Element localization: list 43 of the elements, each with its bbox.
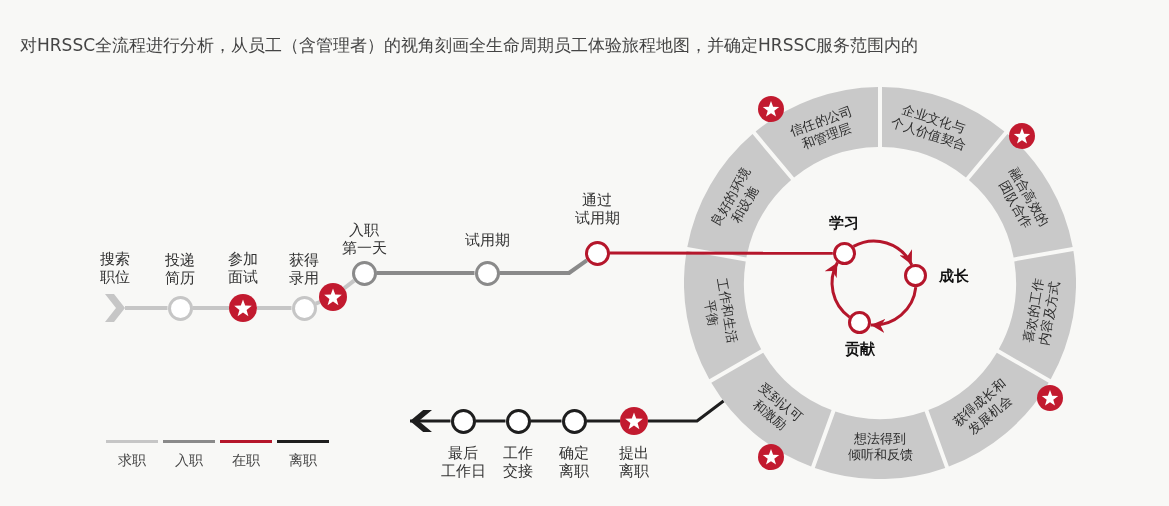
station-label: 通过试用期	[574, 190, 620, 227]
segment-label: 工作和生活平衡	[700, 276, 740, 346]
legend-label: 在职	[232, 452, 260, 469]
connector-line	[609, 251, 833, 255]
connector-line	[125, 306, 168, 310]
title-text: 对HRSSC全流程进行分析，从员工（含管理者）的视角刻画全生命周期员工体验旅程地图，并确定HRSSC服务范围内的	[20, 34, 920, 57]
segment-label: 获得成长和发展机会	[950, 375, 1016, 439]
segment-label: 企业文化与个人价值契合	[888, 100, 969, 155]
connector-line	[586, 419, 620, 423]
cycle-label: 学习	[829, 213, 860, 232]
station-label: 参加面试	[228, 250, 258, 286]
segment-label: 融合高效的团队合作	[995, 164, 1053, 233]
station-label: 试用期	[464, 230, 510, 249]
arrow	[852, 239, 914, 266]
segment-label: 受到认可和激励	[749, 379, 805, 435]
connector-line	[530, 419, 562, 423]
connector-line	[499, 258, 588, 275]
connector-line	[475, 419, 506, 423]
connector-line	[257, 306, 292, 310]
connector-line	[192, 306, 229, 310]
segment-label: 良好的环境和设施	[707, 164, 762, 231]
station-label: 工作交接	[503, 443, 533, 480]
station-label: 确定离职	[559, 443, 589, 480]
cycle-label: 成长	[938, 266, 969, 285]
station-label: 投递简历	[165, 250, 195, 287]
station-label: 获得录用	[289, 250, 319, 287]
arrow	[825, 261, 851, 319]
station-label: 入职第一天	[341, 220, 387, 257]
cycle-label: 贡献	[844, 340, 875, 358]
segment-label: 想法得到倾听和反馈	[847, 431, 913, 463]
connector-line	[376, 271, 475, 275]
connector-line	[342, 279, 356, 290]
connector-line	[315, 300, 321, 306]
connector-line	[648, 399, 725, 423]
arrow	[870, 286, 918, 333]
segment-label: 信任的公司和管理层	[787, 102, 856, 154]
segment-label: 喜欢的工作内容及方式	[1020, 276, 1063, 347]
station-label: 提出离职	[619, 444, 649, 480]
station-label: 最后工作日	[440, 443, 486, 480]
legend-label: 离职	[289, 452, 317, 469]
legend-label: 入职	[175, 452, 203, 469]
legend-label: 求职	[118, 452, 146, 469]
station-label: 搜索职位	[100, 250, 130, 286]
